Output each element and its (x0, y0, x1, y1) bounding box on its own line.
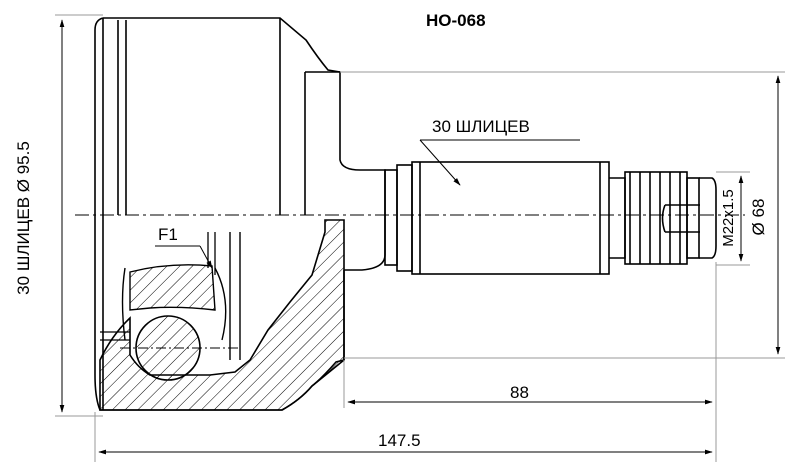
shaft-splines-label: 30 ШЛИЦЕВ (432, 117, 530, 136)
total-length-label: 147.5 (378, 431, 421, 450)
shaft (344, 161, 717, 275)
extension-lines (55, 14, 785, 462)
housing-splines-label: 30 ШЛИЦЕВ (14, 196, 33, 295)
housing-label-group: 30 ШЛИЦЕВ Ø 95.5 (14, 118, 35, 318)
outer-diameter-label: Ø 68 (749, 198, 768, 236)
dimension-lines (59, 19, 781, 455)
shaft-length-label: 88 (510, 383, 529, 402)
inner-race (129, 264, 216, 311)
thread-label: M22x1.5 (720, 189, 737, 247)
thread-group: M22x1.5 (720, 168, 739, 268)
outer-diameter-group: Ø 68 (749, 177, 770, 257)
f1-label: F1 (158, 225, 178, 244)
housing-section (99, 219, 345, 411)
housing-diameter-label: Ø 95.5 (14, 141, 33, 193)
part-number: HO-068 (426, 11, 486, 30)
cage (121, 232, 241, 360)
